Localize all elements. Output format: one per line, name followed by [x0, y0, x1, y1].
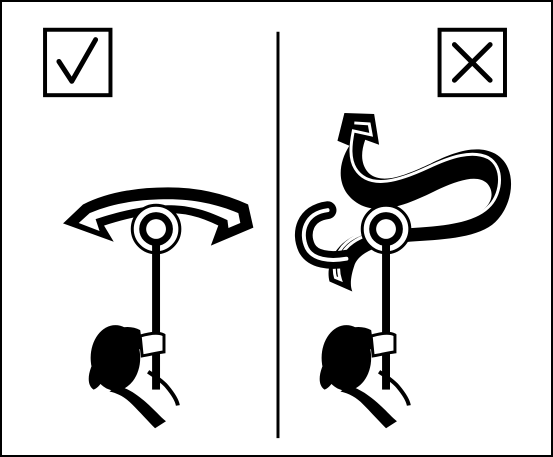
pendulum-right-icon: [360, 203, 412, 390]
check-icon: [43, 27, 113, 98]
cross-icon: [437, 27, 507, 98]
hand-right-icon: [319, 325, 411, 429]
hand-left-icon: [88, 325, 180, 429]
right-panel: [294, 27, 512, 429]
chaotic-arrow-icon: [294, 113, 512, 292]
left-panel: [43, 27, 254, 429]
pendulum-left-icon: [130, 203, 182, 390]
